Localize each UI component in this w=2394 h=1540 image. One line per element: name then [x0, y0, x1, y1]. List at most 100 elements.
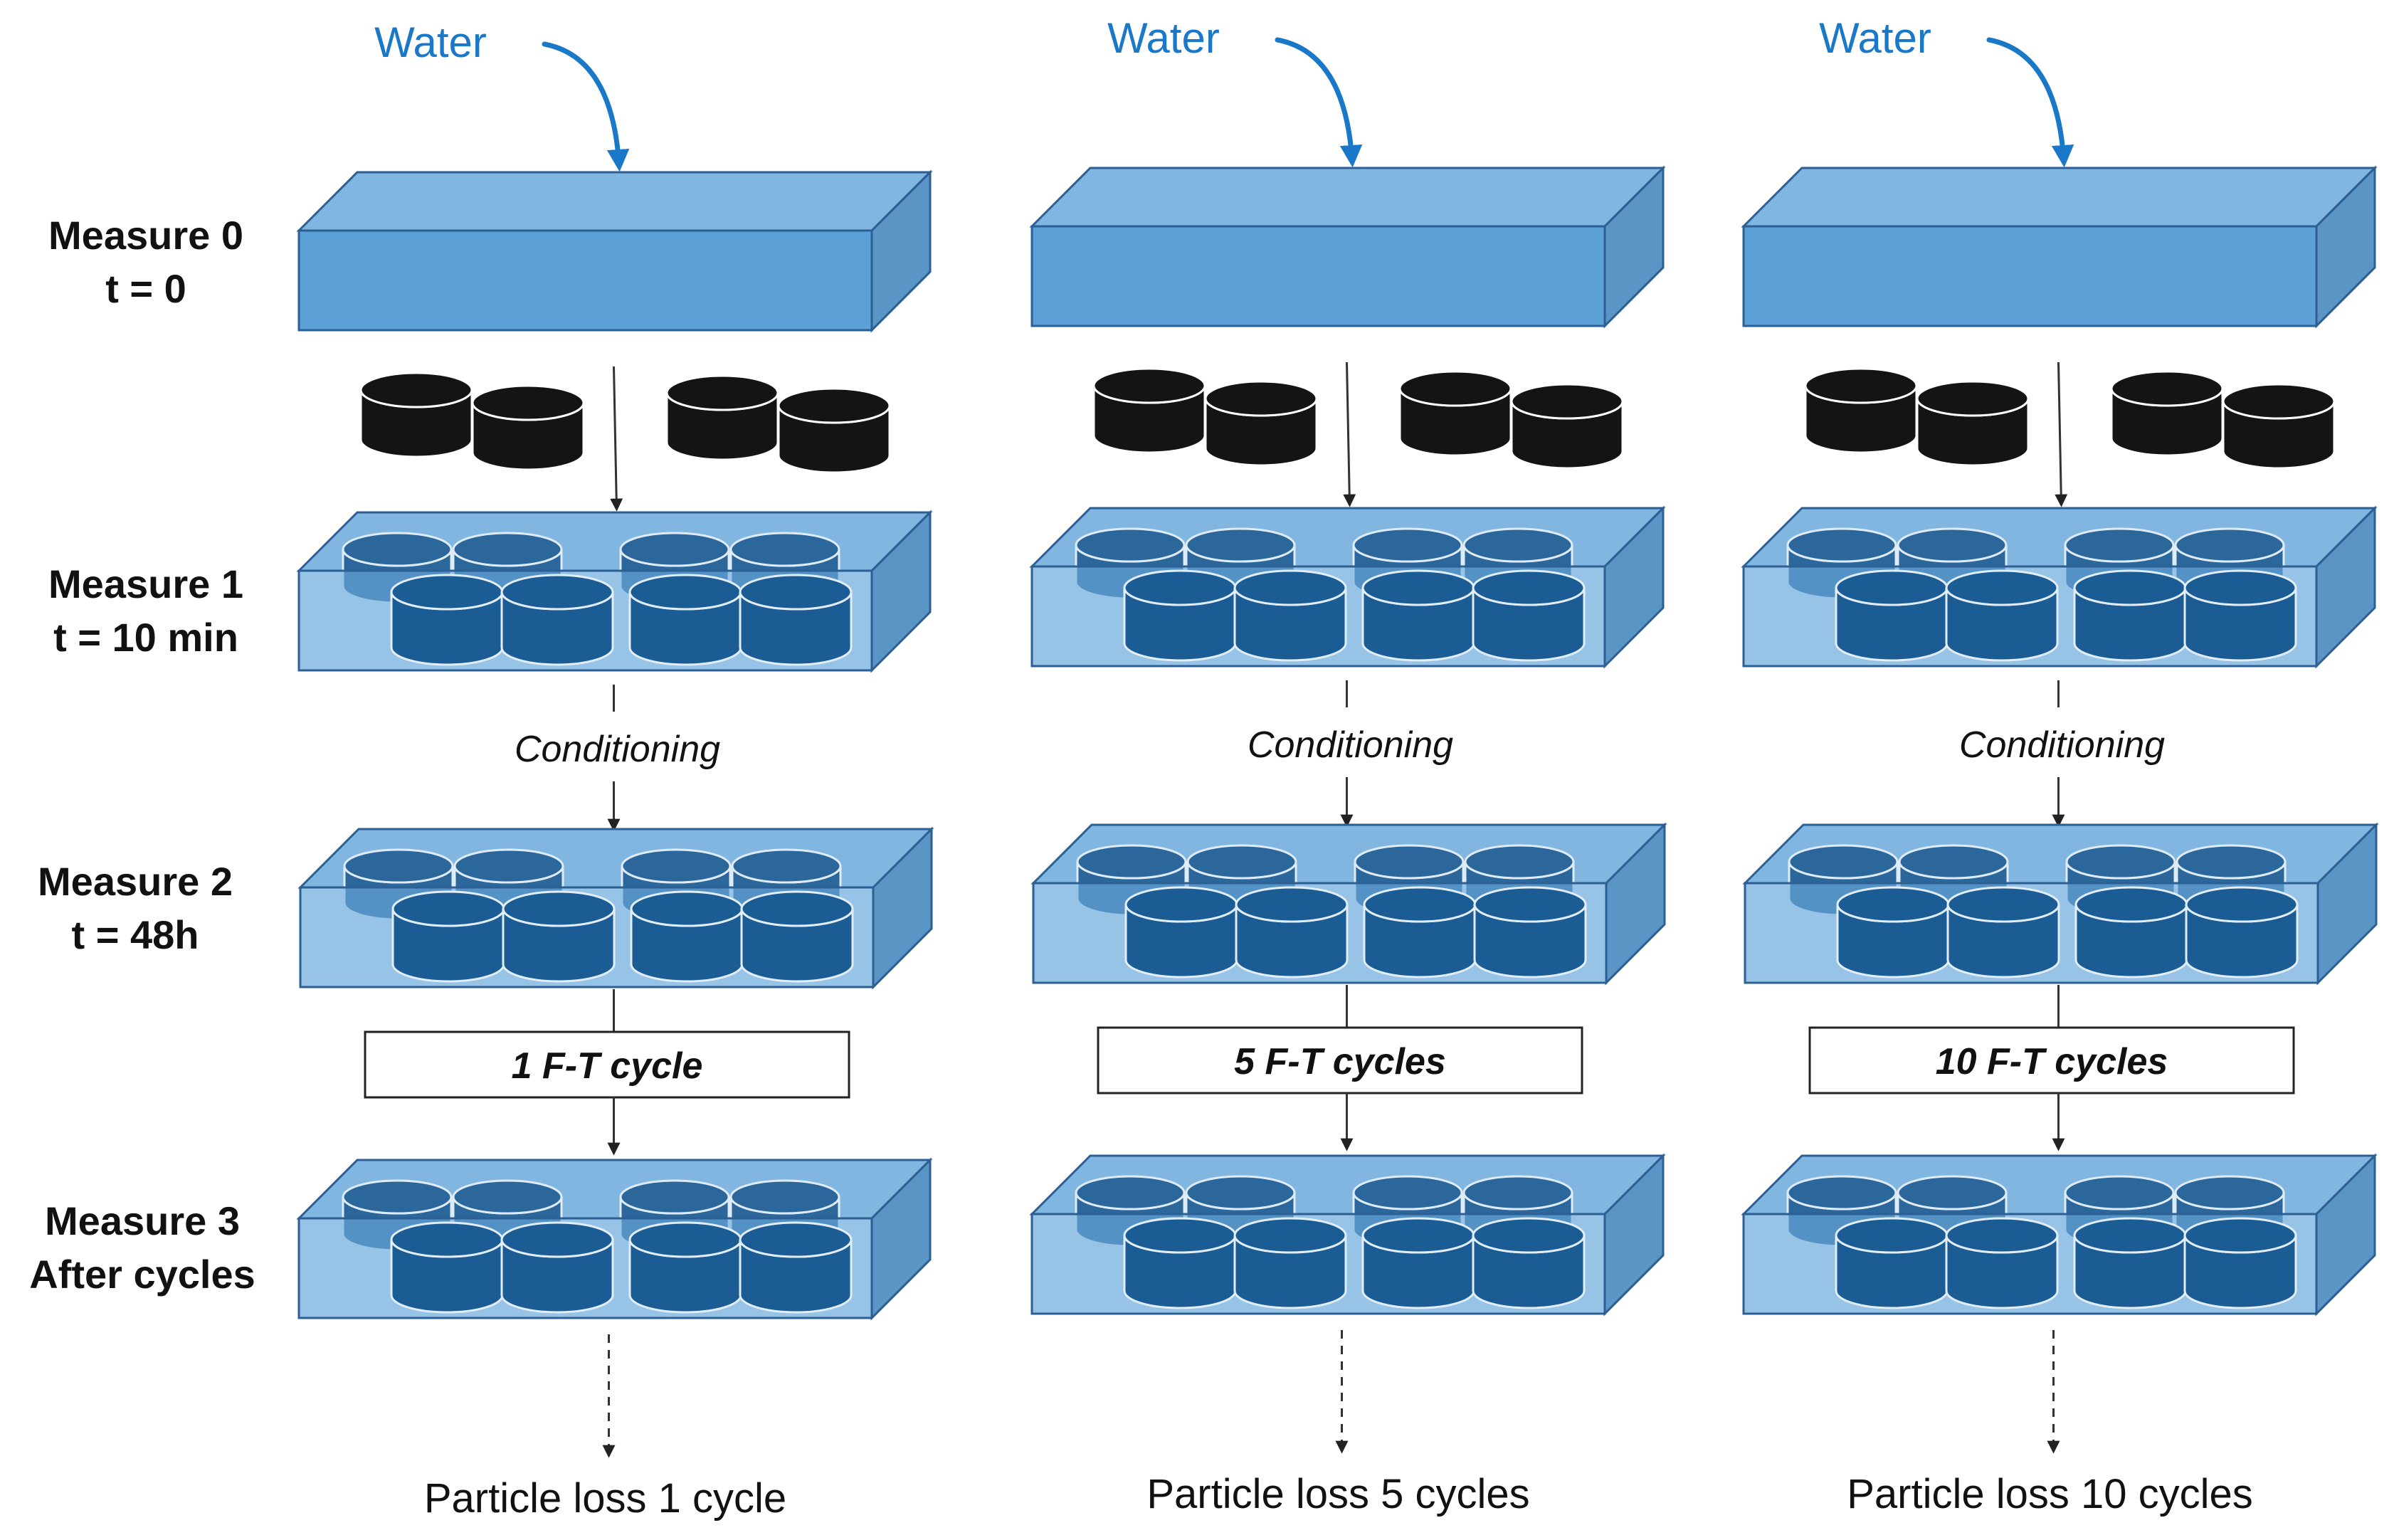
dry-specimen-3	[1510, 383, 1624, 470]
water-arrow	[542, 41, 630, 172]
water-tank	[296, 1157, 933, 1321]
specimen-front-3	[2183, 569, 2297, 662]
specimen-front-1	[500, 574, 614, 666]
specimen-front-1	[1233, 569, 1347, 662]
tank-top	[1741, 167, 2378, 228]
row-0-sub: t = 0	[105, 266, 186, 311]
specimen-front-0	[1123, 569, 1237, 662]
conditioning-label: Conditioning	[1248, 724, 1453, 766]
specimen-front-0	[1835, 1217, 1949, 1309]
conditioning-label: Conditioning	[515, 729, 720, 770]
row-2-sub: t = 48h	[72, 912, 199, 957]
water-tank	[1741, 505, 2378, 669]
water-tank	[1741, 1153, 2378, 1317]
specimen-front-0	[390, 1221, 504, 1314]
dry-specimen-1	[1204, 380, 1318, 467]
specimen-front-2	[1363, 886, 1477, 979]
specimen-front-3	[739, 574, 853, 666]
water-tank	[1742, 822, 2379, 986]
specimen-front-3	[740, 890, 854, 983]
dry-specimens	[1092, 367, 1624, 470]
water-tank	[1029, 1153, 1666, 1317]
water-arrow	[1986, 37, 2074, 168]
water-tank	[1030, 822, 1667, 986]
tank-top	[1029, 167, 1666, 228]
specimen-front-3	[739, 1221, 853, 1314]
specimen-front-1	[500, 1221, 614, 1314]
water-tank	[296, 510, 933, 673]
water-tank	[1029, 505, 1666, 669]
cycle-label: 1 F-T cycle	[512, 1045, 703, 1087]
cycle-box	[1097, 1026, 1583, 1095]
dry-specimen-3	[2222, 383, 2336, 470]
dry-specimen-1	[471, 384, 585, 471]
specimen-front-2	[2074, 886, 2188, 979]
arrow-to-measure-1	[1343, 362, 1356, 507]
specimen-front-0	[391, 890, 505, 983]
specimen-front-1	[1235, 886, 1349, 979]
particle-loss-label: Particle loss 5 cycles	[1146, 1471, 1529, 1517]
specimen-front-0	[1124, 886, 1238, 979]
specimen-front-2	[2073, 1217, 2187, 1309]
dry-specimen-2	[2110, 370, 2224, 457]
water-label: Water	[1107, 14, 1220, 62]
row-2-title: Measure 2	[38, 859, 233, 904]
specimen-front-1	[1233, 1217, 1347, 1309]
specimen-front-2	[2073, 569, 2187, 662]
dry-specimens	[359, 371, 891, 474]
tank-front	[1742, 225, 2318, 327]
cycle-box	[1808, 1026, 2295, 1095]
cycle-label: 10 F-T cycles	[1936, 1041, 2168, 1082]
row-1-title: Measure 1	[48, 561, 243, 606]
specimen-front-0	[390, 574, 504, 666]
water-arrow	[1275, 37, 1363, 168]
tank-top	[296, 171, 933, 232]
specimen-front-3	[1472, 569, 1586, 662]
specimen-front-3	[2183, 1217, 2297, 1309]
water-tank	[1029, 165, 1666, 329]
row-labels: Measure 0 t = 0 Measure 1 t = 10 min Mea…	[29, 213, 255, 1297]
dry-specimen-1	[1916, 380, 2030, 467]
specimen-front-3	[1473, 886, 1587, 979]
specimen-front-1	[1946, 886, 2060, 979]
particle-loss-label: Particle loss 1 cycle	[424, 1475, 786, 1521]
arrow-to-measure-1	[2055, 362, 2068, 507]
row-0-title: Measure 0	[48, 213, 243, 258]
dry-specimen-0	[359, 371, 473, 458]
dry-specimen-2	[1398, 370, 1512, 457]
conditioning-label: Conditioning	[1959, 724, 2165, 766]
specimen-front-2	[628, 1221, 742, 1314]
specimen-front-1	[502, 890, 616, 983]
specimen-front-1	[1945, 569, 2059, 662]
dry-specimen-0	[1092, 367, 1206, 454]
specimen-front-0	[1836, 886, 1950, 979]
dry-specimen-3	[777, 387, 891, 474]
specimen-front-2	[628, 574, 742, 666]
row-1-sub: t = 10 min	[53, 615, 238, 660]
water-tank	[1741, 165, 2378, 329]
cycle-box	[364, 1030, 850, 1099]
arrow-to-measure-1	[610, 366, 623, 512]
water-label: Water	[1819, 14, 1931, 62]
cycle-label: 5 F-T cycles	[1234, 1041, 1446, 1082]
specimen-front-3	[1472, 1217, 1586, 1309]
tank-front	[1030, 225, 1606, 327]
specimen-front-1	[1945, 1217, 2059, 1309]
water-tank	[296, 169, 933, 333]
row-3-title: Measure 3	[45, 1198, 240, 1243]
specimen-front-3	[2185, 886, 2299, 979]
water-label: Water	[374, 19, 487, 66]
dry-specimens	[1804, 367, 2336, 470]
particle-loss-label: Particle loss 10 cycles	[1847, 1471, 2253, 1517]
dry-specimen-0	[1804, 367, 1918, 454]
tank-front	[297, 229, 873, 332]
row-3-sub: After cycles	[29, 1252, 255, 1297]
specimen-front-0	[1123, 1217, 1237, 1309]
dry-specimen-2	[665, 374, 779, 461]
water-tank	[297, 826, 934, 990]
